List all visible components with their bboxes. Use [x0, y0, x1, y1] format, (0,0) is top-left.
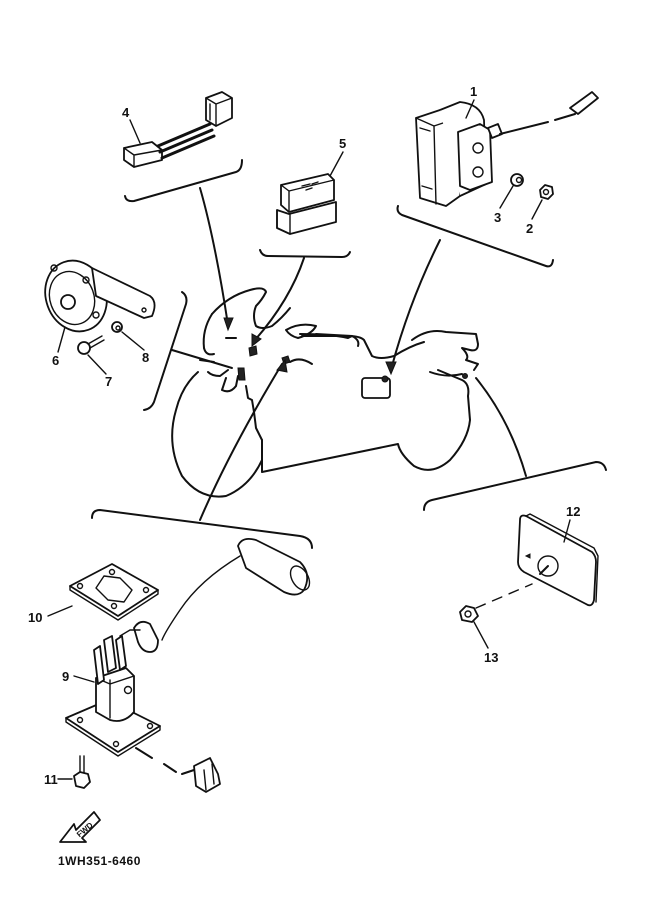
drawing-code: 1WH351-6460	[58, 854, 141, 868]
part-7-bolt[interactable]	[77, 335, 105, 355]
callout-8: 8	[142, 350, 149, 365]
assembly-line-12	[475, 583, 533, 609]
callout-11: 11	[44, 772, 58, 787]
fwd-arrow-icon: FWD	[59, 811, 101, 843]
part-4-wire-lead[interactable]	[123, 91, 233, 168]
part-2-nut[interactable]	[539, 184, 554, 200]
arrowhead-4	[223, 317, 234, 332]
arrowhead-5	[251, 333, 262, 348]
part-5-relay-unit[interactable]	[276, 173, 337, 235]
callout-6: 6	[52, 353, 59, 368]
reflector-location-marker	[462, 373, 468, 379]
horn-location-marker	[237, 367, 246, 381]
leader-7	[87, 354, 107, 375]
bracket-9	[91, 509, 313, 549]
callout-10: 10	[28, 610, 42, 625]
pointer-line-5	[254, 257, 305, 341]
leader-9	[73, 675, 95, 683]
part-3-washer[interactable]	[510, 173, 524, 187]
motorcycle-outline	[171, 287, 479, 498]
part-9-fuel-sender[interactable]	[65, 537, 313, 793]
pointer-line-1	[391, 239, 441, 367]
part-11-bolt[interactable]	[73, 755, 91, 789]
callout-3: 3	[494, 210, 501, 225]
part-12-reflector[interactable]	[517, 513, 599, 607]
pointer-line-6	[171, 349, 233, 369]
leader-2	[531, 199, 543, 220]
part-8-washer[interactable]	[111, 321, 123, 333]
pointer-line-12	[475, 377, 527, 477]
pointer-line-4	[199, 187, 229, 326]
bracket-1	[396, 205, 554, 268]
callout-4: 4	[122, 105, 130, 120]
callout-9: 9	[62, 669, 69, 684]
leader-1	[465, 99, 475, 119]
leader-10	[47, 605, 73, 617]
callout-2: 2	[526, 221, 533, 236]
arrowhead-9	[276, 358, 288, 373]
callout-5: 5	[339, 136, 346, 151]
leader-6	[57, 326, 66, 353]
part-13-nut[interactable]	[459, 605, 479, 623]
leader-8	[121, 331, 145, 351]
pointer-line-9	[199, 363, 283, 521]
leader-13	[473, 621, 489, 649]
part-10-gasket[interactable]	[69, 563, 159, 621]
bracket-6	[143, 291, 188, 411]
part-1-starter-relay[interactable]	[415, 91, 599, 207]
arrowhead-1	[385, 361, 397, 376]
relay-location-marker	[248, 345, 258, 357]
callout-12: 12	[566, 504, 580, 519]
callout-7: 7	[105, 374, 112, 389]
leader-12	[563, 519, 571, 543]
leader-5	[329, 151, 344, 177]
starter-relay-location-marker	[381, 375, 389, 383]
bracket-12	[423, 461, 607, 511]
callout-1: 1	[470, 84, 477, 99]
bracket-4	[124, 159, 243, 203]
callout-13: 13	[484, 650, 498, 665]
part-6-horn[interactable]	[35, 252, 156, 340]
bracket-5	[259, 249, 351, 258]
leader-4	[129, 119, 141, 144]
leader-3	[499, 185, 514, 209]
